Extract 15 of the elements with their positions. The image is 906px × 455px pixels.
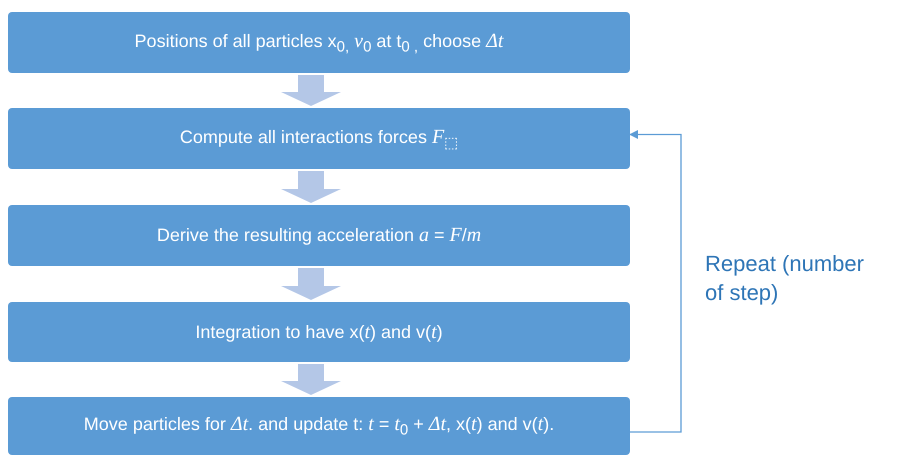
step-text: Derive the resulting acceleration a = F/m [156,224,482,247]
step-text: Move particles for Δt. and update t: t = t$_{0}$ + Δt, x(t) and v(t). [84,413,554,439]
block-arrow [281,268,341,300]
step-text: Integration to have x(t) and v(t) [195,320,443,344]
process-box [8,108,630,169]
process-box [8,12,630,73]
block-arrow [281,364,341,395]
process-box [8,205,630,266]
block-arrow [281,171,341,203]
step-text: Positions of all particles x$_{0,}$ v$_{0}$ at t$_{0 ,}$ choose Δt [134,30,504,56]
process-box [8,397,630,455]
process-box [8,302,630,362]
step-text: Compute all interactions forces F$_{⬚}$ [180,126,458,152]
block-arrow [281,75,341,106]
loop-arrow [629,130,682,433]
